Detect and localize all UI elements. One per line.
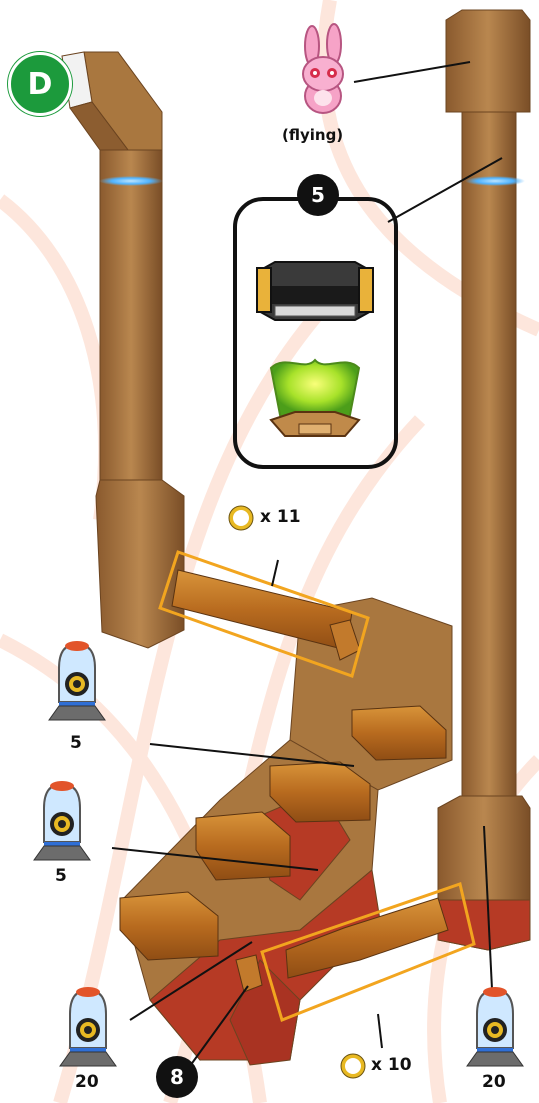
cannon-icon — [34, 781, 90, 860]
item-popup — [233, 197, 398, 469]
bunny-caption: (flying) — [282, 126, 343, 144]
section-number-badge: 8 — [156, 1056, 198, 1098]
coin-icon — [229, 506, 253, 530]
cannon-count: 20 — [482, 1072, 506, 1092]
coin-count-bottom: x 10 — [371, 1055, 412, 1075]
cannon-icon — [467, 987, 523, 1066]
cannon-count: 20 — [75, 1072, 99, 1092]
right-pillar — [438, 10, 530, 950]
coin-count-top: x 11 — [260, 507, 301, 527]
cannon-icon — [60, 987, 116, 1066]
left-pillar — [62, 52, 184, 648]
coin-icon — [341, 1054, 365, 1078]
popup-count-badge: 5 — [297, 174, 339, 216]
area-badge: D — [8, 52, 72, 116]
cannon-count: 5 — [55, 866, 67, 886]
cannon-count: 5 — [70, 733, 82, 753]
